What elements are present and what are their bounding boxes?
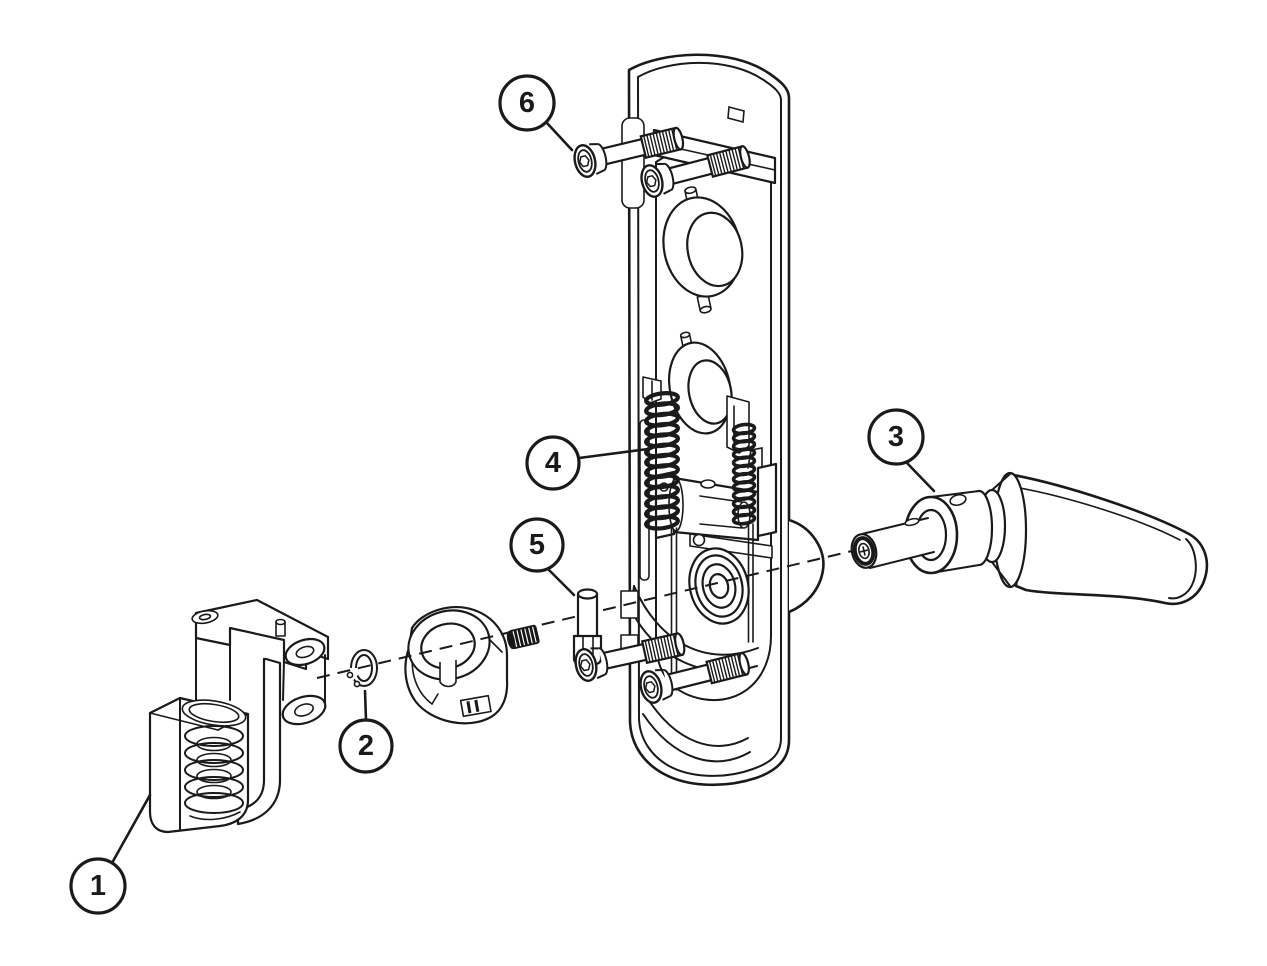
spindle-tip <box>850 533 878 569</box>
lever-handle <box>850 471 1209 606</box>
cam-collar <box>404 606 509 725</box>
callout-1-circle <box>69 857 127 915</box>
callout-6: 6 <box>498 74 574 152</box>
lever-grip-endcap <box>1168 538 1197 600</box>
callout-5-leader <box>546 567 576 597</box>
retaining-ring <box>340 649 379 691</box>
plate-side-notch <box>621 117 645 209</box>
callout-4-leader <box>577 447 650 460</box>
callout-5: 5 <box>509 517 576 597</box>
hub-notch <box>949 493 967 507</box>
cam-lug <box>459 694 492 718</box>
callout-5-number: 5 <box>529 529 545 561</box>
spindle-slot <box>904 517 920 527</box>
cage-inner-spring <box>196 736 232 800</box>
callout-3-leader <box>904 460 936 493</box>
cage-outer-spring <box>184 725 244 814</box>
callout-3-circle <box>867 408 925 466</box>
spring-cage-assembly <box>148 598 330 834</box>
plate-rim-line <box>637 61 782 777</box>
callout-6-number: 6 <box>519 87 535 119</box>
callout-5-circle <box>509 517 565 573</box>
return-spring-right <box>731 422 757 526</box>
callout-4-circle <box>525 435 581 491</box>
callout-2-number: 2 <box>358 730 374 762</box>
callouts: 1 2 3 4 5 6 <box>69 74 936 915</box>
callout-1-number: 1 <box>90 870 106 902</box>
callout-1: 1 <box>69 793 152 915</box>
callout-1-leader <box>110 793 152 865</box>
callout-4: 4 <box>525 435 650 491</box>
callout-2: 2 <box>338 689 394 774</box>
cam-keyway-tab <box>439 660 457 688</box>
callout-6-circle <box>498 74 556 132</box>
side-dome-boss <box>788 518 825 614</box>
middle-recess <box>668 331 733 435</box>
callout-4-number: 4 <box>545 447 561 479</box>
callout-3-number: 3 <box>888 421 904 453</box>
bearing-boss <box>688 547 750 625</box>
callout-2-circle <box>338 718 394 774</box>
lever-grip-highlight <box>1013 486 1181 541</box>
return-spring-left <box>644 391 680 531</box>
callout-3: 3 <box>867 408 936 493</box>
cage-housing <box>148 696 250 834</box>
ring-gap <box>340 668 364 691</box>
callout-2-leader <box>363 689 368 722</box>
upper-cylinder-recess <box>662 186 744 314</box>
callout-6-leader <box>544 120 574 152</box>
cage-side-column <box>236 657 282 826</box>
set-screw <box>506 624 540 650</box>
plate-arch-notch <box>727 105 745 124</box>
